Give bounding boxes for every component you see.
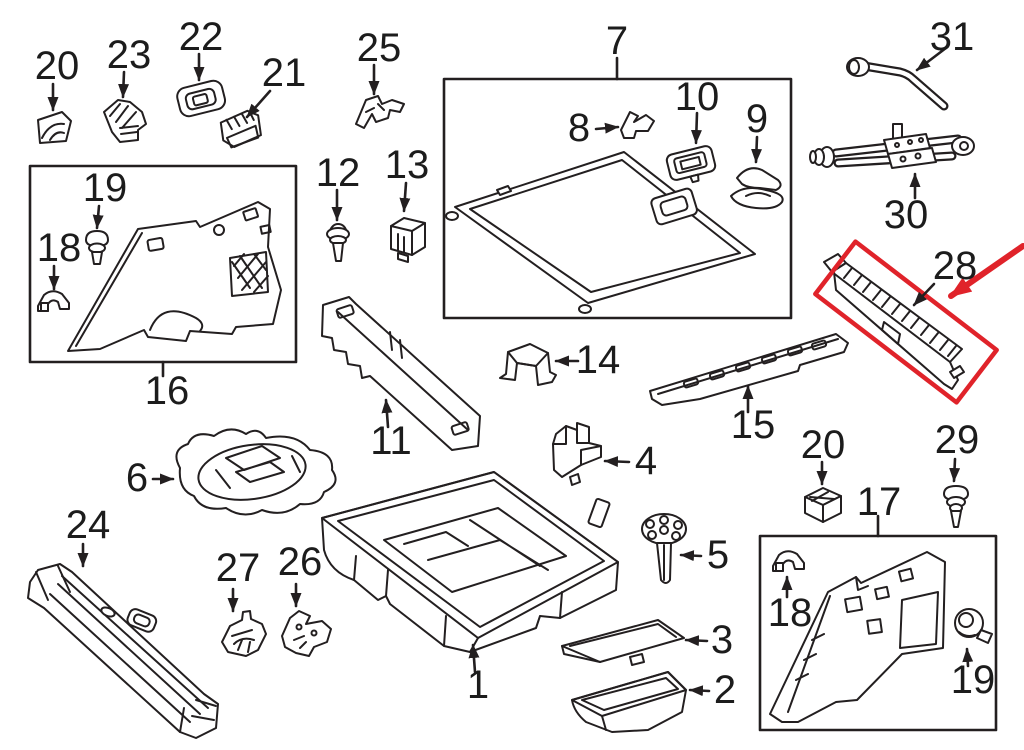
part-30-scissor-jack-drawing [809,123,975,169]
part-callout-21[interactable]: 21 [261,51,307,96]
part-28-sill-plate-drawing [823,253,965,390]
part-callout-9[interactable]: 9 [745,97,769,142]
part-6-tool-tray-drawing [175,428,337,516]
part-13-block-drawing [390,217,426,263]
part-callout-13[interactable]: 13 [384,143,430,188]
part-callout-23[interactable]: 23 [106,33,152,78]
part-callout-1[interactable]: 1 [466,663,490,708]
leader-lines [161,56,880,538]
part-15-sill-strip-drawing [649,333,849,406]
part-callout-15[interactable]: 15 [730,403,776,448]
part-2-storage-bin-drawing [571,671,687,733]
part-19-fastener-drawing [85,230,109,265]
part-12-push-pin-drawing [326,223,350,262]
part-11-trim-board-drawing [321,296,481,451]
part-25-bracket-drawing [355,95,405,129]
part-callout-17[interactable]: 17 [856,480,902,525]
part-callout-30[interactable]: 30 [883,193,929,238]
part-3-tray-lid-drawing [561,619,685,666]
part-9-hook-drawing [730,167,784,210]
part-26-bracket-drawing [281,610,332,657]
part-20b-box-clip-drawing [804,487,842,523]
part-16-quarter-trim-left-drawing [67,201,282,352]
part-27-latch-drawing [221,610,267,657]
part-31-lug-wrench-drawing [846,57,949,111]
part-8-clip-drawing [620,111,655,139]
part-callout-18[interactable]: 18 [36,226,82,271]
part-callout-4[interactable]: 4 [634,439,658,484]
part-callout-6[interactable]: 6 [125,456,149,501]
part-callout-12[interactable]: 12 [315,151,361,196]
part-callout-25[interactable]: 25 [356,26,402,71]
part-23-grommet-drawing [103,99,147,143]
part-callout-29[interactable]: 29 [934,418,980,463]
part-20-clip-drawing [37,111,72,144]
part-callout-7[interactable]: 7 [605,19,629,64]
part-10-handle-drawing [665,145,717,184]
part-29-fastener-drawing [943,485,969,528]
part-callout-18b[interactable]: 18 [767,591,813,636]
part-7-cargo-lid-drawing [445,151,756,314]
part-callout-16[interactable]: 16 [144,369,190,414]
part-callout-5[interactable]: 5 [706,533,730,578]
part-19b-grommet-drawing [954,608,993,644]
part-callout-10[interactable]: 10 [674,75,720,120]
part-callout-8[interactable]: 8 [567,106,591,151]
part-18b-hook-clip-drawing [772,550,805,572]
part-17-quarter-trim-right-drawing [769,551,946,723]
part-14-bracket-drawing [499,343,557,386]
part-callout-22[interactable]: 22 [178,15,224,60]
part-callout-19[interactable]: 19 [82,166,128,211]
part-5-thumbscrew-drawing [641,513,687,584]
part-4-bracket-drawing [552,422,602,486]
part-22-bezel-drawing [176,79,227,118]
part-callout-11[interactable]: 11 [370,419,412,464]
part-1-storage-tub-drawing [321,471,619,653]
part-callout-20b[interactable]: 20 [800,423,846,468]
part-callout-2[interactable]: 2 [713,668,737,713]
part-callout-24[interactable]: 24 [65,503,111,548]
part-callout-31[interactable]: 31 [929,15,975,60]
part-callout-3[interactable]: 3 [710,618,734,663]
part-callout-27[interactable]: 27 [215,546,261,591]
part-21-connector-drawing [219,109,262,149]
highlight-arrow [948,243,1024,299]
part-callout-28[interactable]: 28 [932,244,978,289]
part-callout-19b[interactable]: 19 [950,658,996,703]
part-callout-20[interactable]: 20 [34,44,80,89]
part-24-cargo-cover-drawing [27,563,219,739]
part-18-hook-clip-drawing [37,290,70,312]
leader-arrows [47,46,974,697]
part-callout-26[interactable]: 26 [277,540,323,585]
part-callout-14[interactable]: 14 [575,338,621,383]
